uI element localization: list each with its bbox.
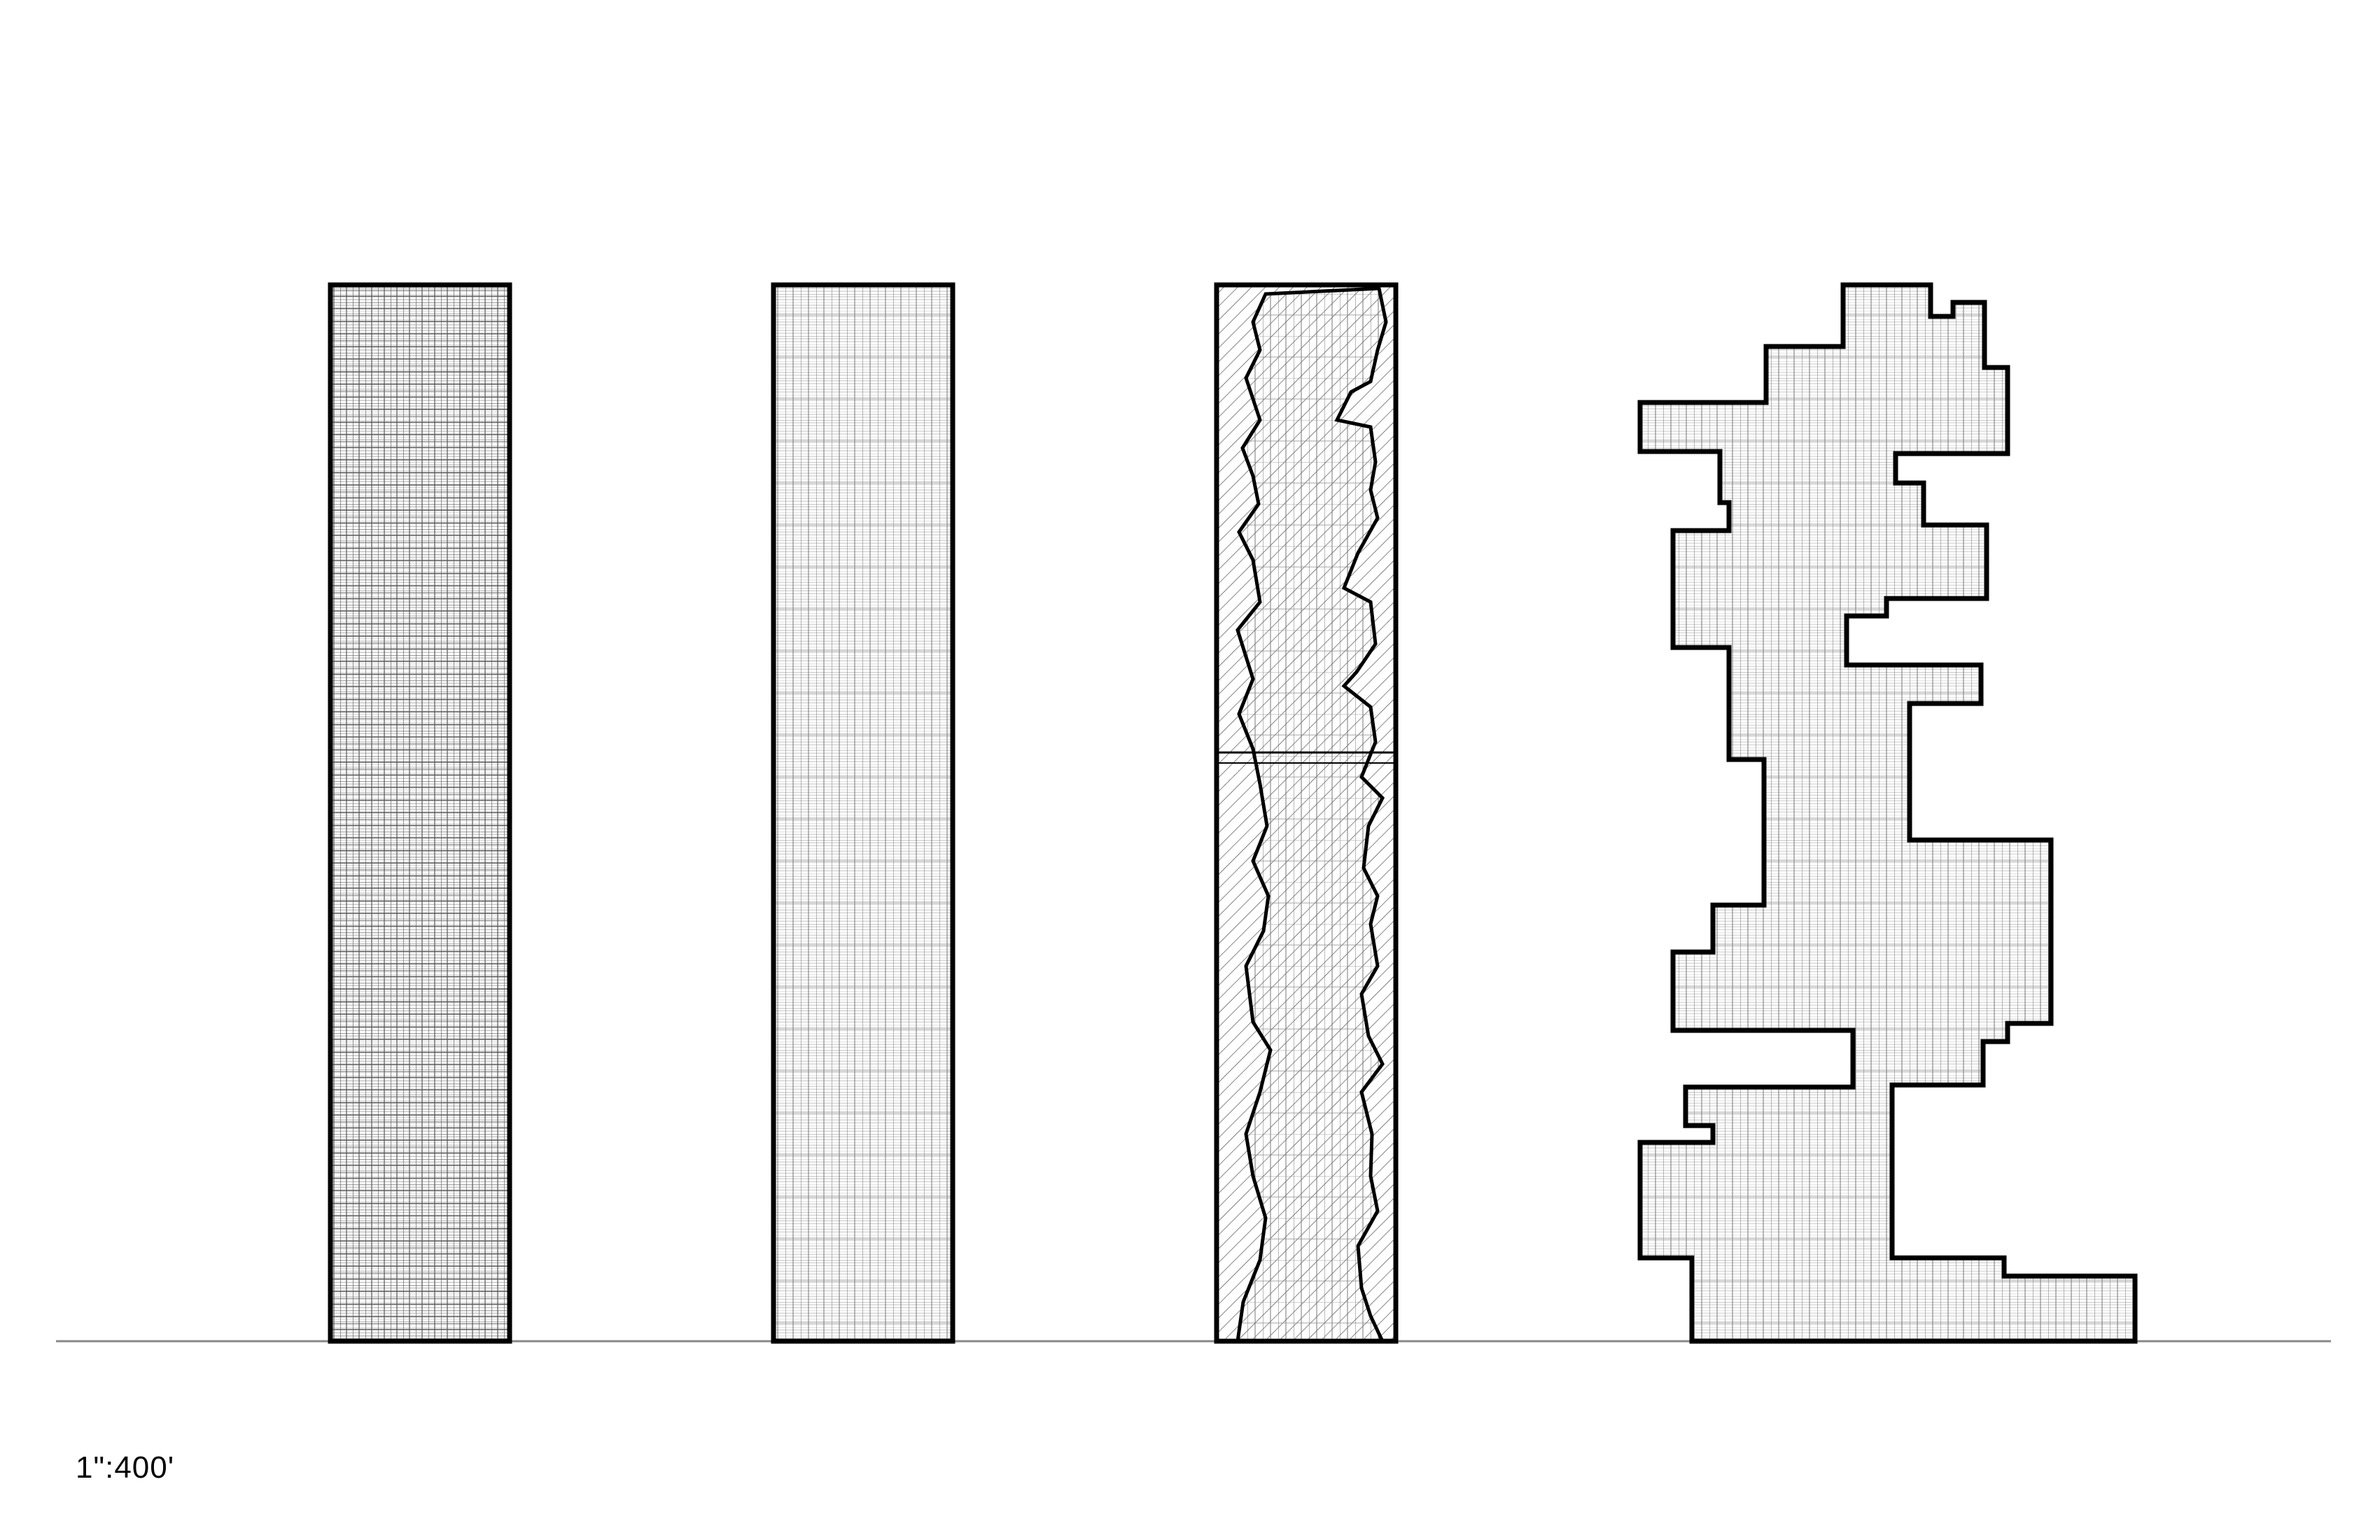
tower-4-stepped-massing xyxy=(1637,282,2138,1344)
tower-3-carved-core xyxy=(1214,282,1399,1344)
tower-1-plain-grid xyxy=(328,282,512,1344)
core-void xyxy=(1236,286,1388,1343)
scale-label: 1":400' xyxy=(76,1450,175,1485)
tower-2-shaded-grid xyxy=(771,282,955,1344)
